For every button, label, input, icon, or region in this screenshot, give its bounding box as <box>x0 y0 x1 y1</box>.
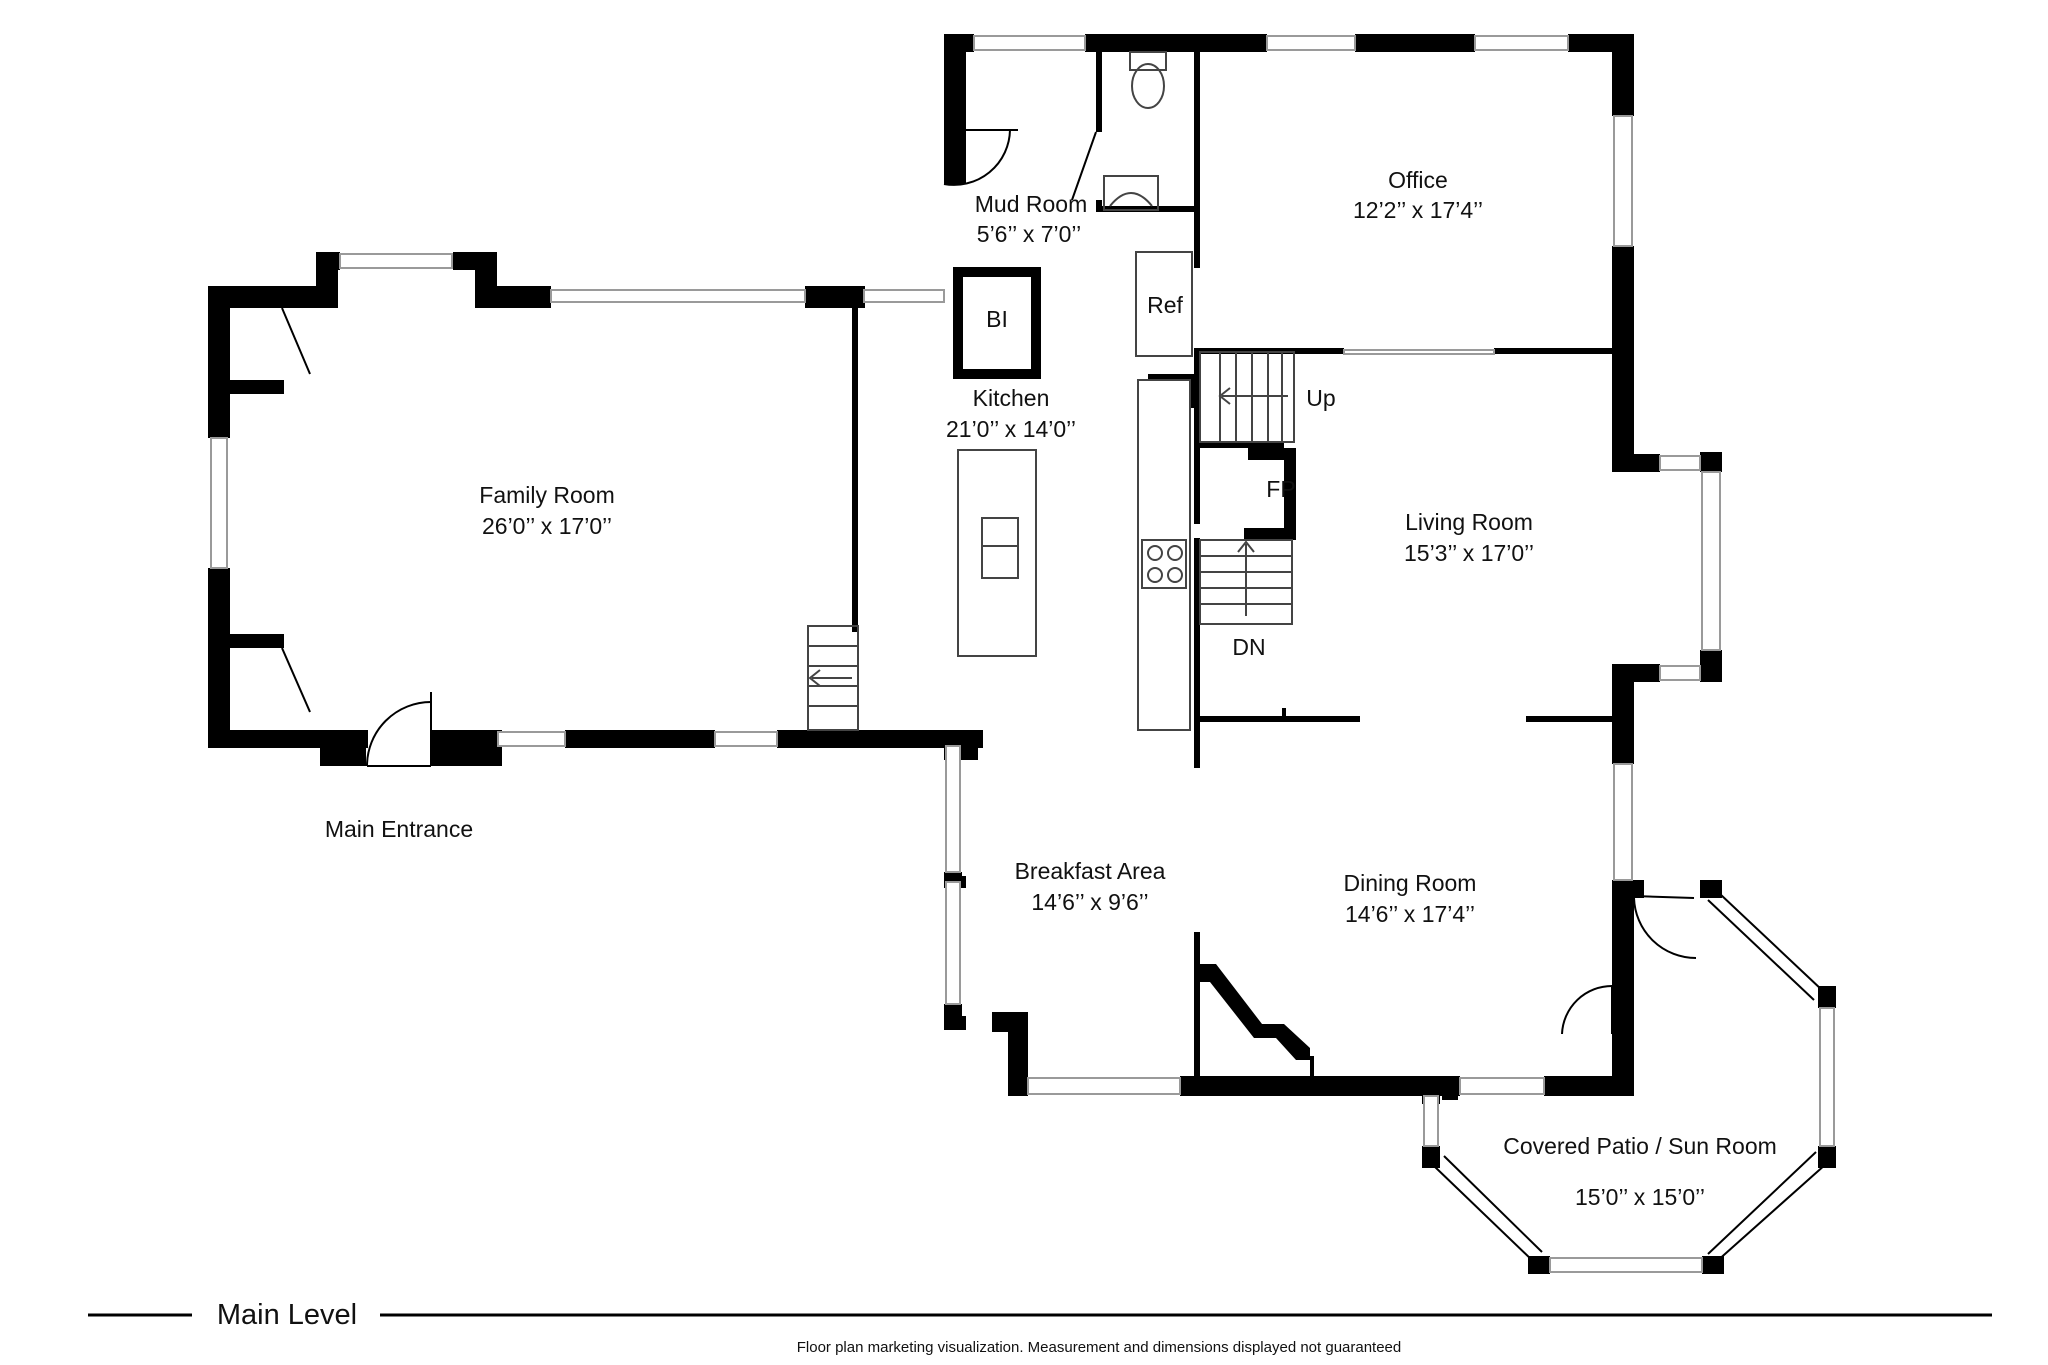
office-dims: 12’2’’ x 17’4’’ <box>1353 197 1483 223</box>
fixtures <box>807 51 1295 731</box>
main-entrance-label: Main Entrance <box>325 816 473 842</box>
dining-room-dims: 14’6’’ x 17’4’’ <box>1345 901 1475 927</box>
dining-room-name: Dining Room <box>1344 870 1477 896</box>
windows <box>210 35 1835 1273</box>
doors <box>281 129 1697 1035</box>
mud-room-name: Mud Room <box>975 191 1087 217</box>
family-room-dims: 26’0’’ x 17’0’’ <box>482 513 612 539</box>
ref-label: Ref <box>1147 292 1183 318</box>
kitchen-name: Kitchen <box>973 385 1050 411</box>
sun-room-windows <box>1433 893 1827 1263</box>
sun-room-name: Covered Patio / Sun Room <box>1503 1133 1777 1159</box>
mud-room-dims: 5’6’’ x 7’0’’ <box>977 221 1081 247</box>
disclaimer: Floor plan marketing visualization. Meas… <box>797 1339 1402 1356</box>
kitchen-dims: 21’0’’ x 14’0’’ <box>946 416 1076 442</box>
sun-room-dims: 15’0’’ x 15’0’’ <box>1575 1184 1705 1210</box>
walls <box>208 34 1836 1274</box>
builtin-label: BI <box>986 306 1008 332</box>
level-label: Main Level <box>217 1299 357 1331</box>
living-room-name: Living Room <box>1405 509 1533 535</box>
family-room-name: Family Room <box>479 482 614 508</box>
living-room-dims: 15’3’’ x 17’0’’ <box>1404 540 1534 566</box>
room-labels: Mud Room 5’6’’ x 7’0’’ Office 12’2’’ x 1… <box>479 167 1777 1210</box>
stairs-down-label: DN <box>1232 634 1265 660</box>
breakfast-area-dims: 14’6’’ x 9’6’’ <box>1031 889 1148 915</box>
fireplace-label: FP <box>1266 476 1295 502</box>
fixture-labels: BI Ref FP Up DN <box>986 292 1336 660</box>
stairs-up-label: Up <box>1306 385 1335 411</box>
office-name: Office <box>1388 167 1448 193</box>
breakfast-area-name: Breakfast Area <box>1015 858 1166 884</box>
